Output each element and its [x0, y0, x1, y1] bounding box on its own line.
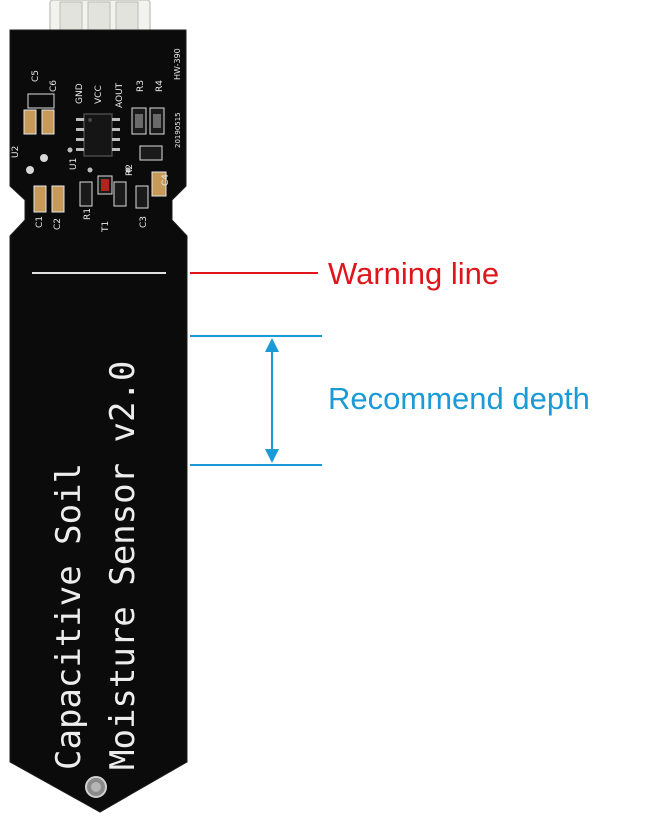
ref-c3: C3: [139, 216, 149, 228]
board-title: Capacitive Soil Moisture Sensor v2.0: [49, 361, 143, 770]
ref-u1: U1: [69, 158, 79, 170]
mounting-hole: [85, 776, 107, 798]
ref-c6: C6: [49, 80, 59, 92]
ref-c5: C5: [31, 70, 41, 82]
pin-vcc: VCC: [94, 85, 104, 104]
depth-bracket: [190, 335, 322, 466]
arrow-up-icon: [265, 338, 279, 352]
silkscreen-labels: C5 C6 GND VCC AOUT R3 R4 HW-390 20190515…: [11, 48, 182, 233]
ref-u2: U2: [11, 146, 21, 158]
pin-aout: AOUT: [115, 82, 125, 108]
components: [23, 93, 167, 213]
arrow-down-icon: [265, 449, 279, 463]
ref-r2: R2: [125, 164, 135, 176]
ref-c1: C1: [35, 216, 45, 228]
ref-r4: R4: [155, 80, 165, 92]
ref-c4: C4: [161, 174, 171, 186]
board-title-line1: Capacitive Soil: [49, 463, 89, 770]
date-code: 20190515: [174, 112, 182, 148]
recommend-depth-label: Recommend depth: [328, 381, 590, 416]
board-title-line2: Moisture Sensor v2.0: [103, 361, 143, 770]
pcb-board: [9, 29, 188, 813]
model-code: HW-390: [173, 48, 182, 80]
warning-line-label: Warning line: [328, 256, 500, 291]
ref-c2: C2: [53, 218, 63, 230]
ref-r1: R1: [83, 208, 93, 220]
ref-r3: R3: [136, 80, 146, 92]
pin-gnd: GND: [75, 83, 85, 104]
ref-t1: T1: [101, 221, 111, 233]
